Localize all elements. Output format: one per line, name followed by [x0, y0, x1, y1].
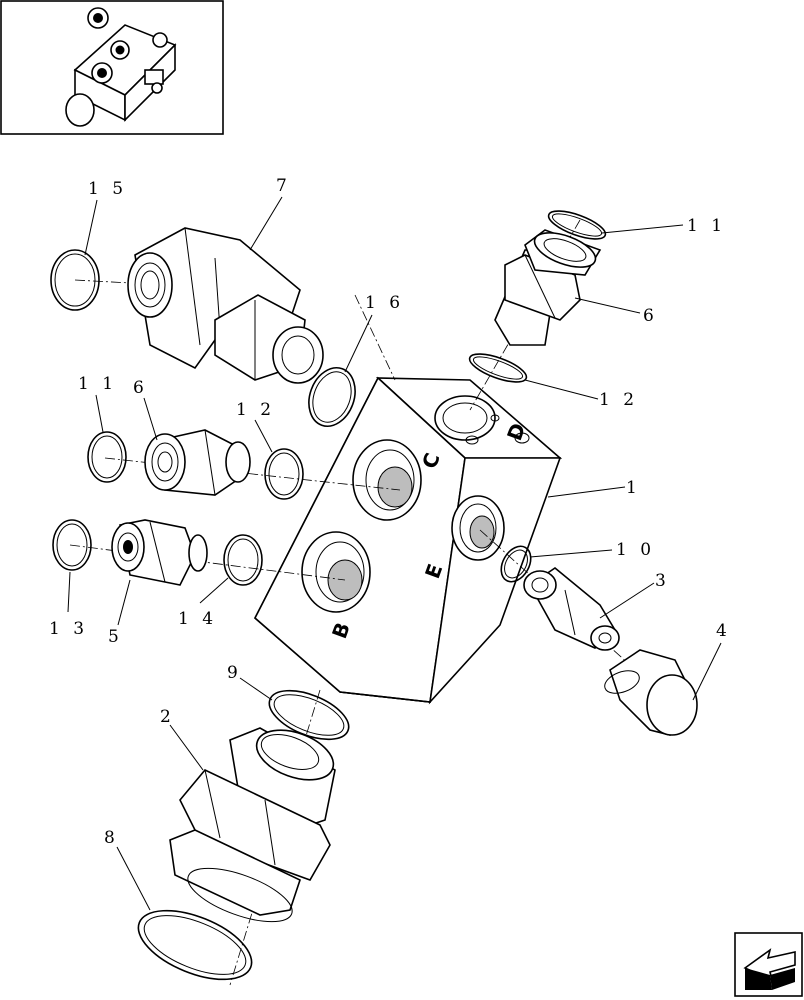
callout-3: 3 — [655, 571, 670, 591]
callout-8: 8 — [104, 828, 119, 848]
callout-12-left: 1 2 — [236, 400, 275, 420]
fitting-6-top[interactable] — [494, 226, 602, 346]
previous-page-arrow-icon[interactable] — [734, 932, 803, 997]
callout-9: 9 — [227, 663, 242, 683]
port-label-d: D — [502, 420, 530, 444]
callout-1: 1 — [626, 478, 641, 498]
fitting-2[interactable] — [169, 721, 340, 933]
callout-12-top: 1 2 — [599, 390, 638, 410]
callout-14: 1 4 — [178, 609, 217, 629]
o-ring-11-top[interactable] — [545, 205, 608, 244]
callout-11-top: 1 1 — [687, 216, 726, 236]
o-ring-8[interactable] — [129, 897, 261, 994]
dust-cap-4[interactable] — [602, 649, 698, 736]
callout-13: 1 3 — [49, 619, 88, 639]
callout-5: 5 — [108, 627, 123, 647]
callout-7: 7 — [276, 176, 291, 196]
callout-4: 4 — [716, 621, 731, 641]
o-ring-10[interactable] — [495, 541, 537, 587]
callout-15: 1 5 — [88, 179, 127, 199]
o-ring-13[interactable] — [52, 519, 92, 571]
o-ring-14[interactable] — [223, 534, 263, 586]
callout-6-top: 6 — [643, 306, 658, 326]
callout-10: 1 0 — [616, 540, 655, 560]
valve-block[interactable] — [254, 376, 563, 705]
callout-6-left: 6 — [133, 378, 148, 398]
o-ring-12-top[interactable] — [466, 348, 529, 387]
o-ring-16[interactable] — [301, 361, 363, 432]
coupler-3[interactable] — [523, 567, 620, 651]
fitting-5[interactable] — [111, 519, 208, 586]
o-ring-15[interactable] — [50, 249, 100, 311]
leader-lines — [67, 196, 722, 911]
assembly-thumbnail[interactable] — [0, 0, 224, 135]
callout-11-left: 1 1 — [78, 374, 117, 394]
fitting-6-left[interactable] — [144, 429, 251, 496]
callout-2: 2 — [160, 707, 175, 727]
o-ring-12-left[interactable] — [264, 448, 304, 500]
o-ring-11-left[interactable] — [87, 431, 127, 483]
callout-16: 1 6 — [365, 293, 404, 313]
elbow-fitting[interactable] — [127, 227, 324, 384]
